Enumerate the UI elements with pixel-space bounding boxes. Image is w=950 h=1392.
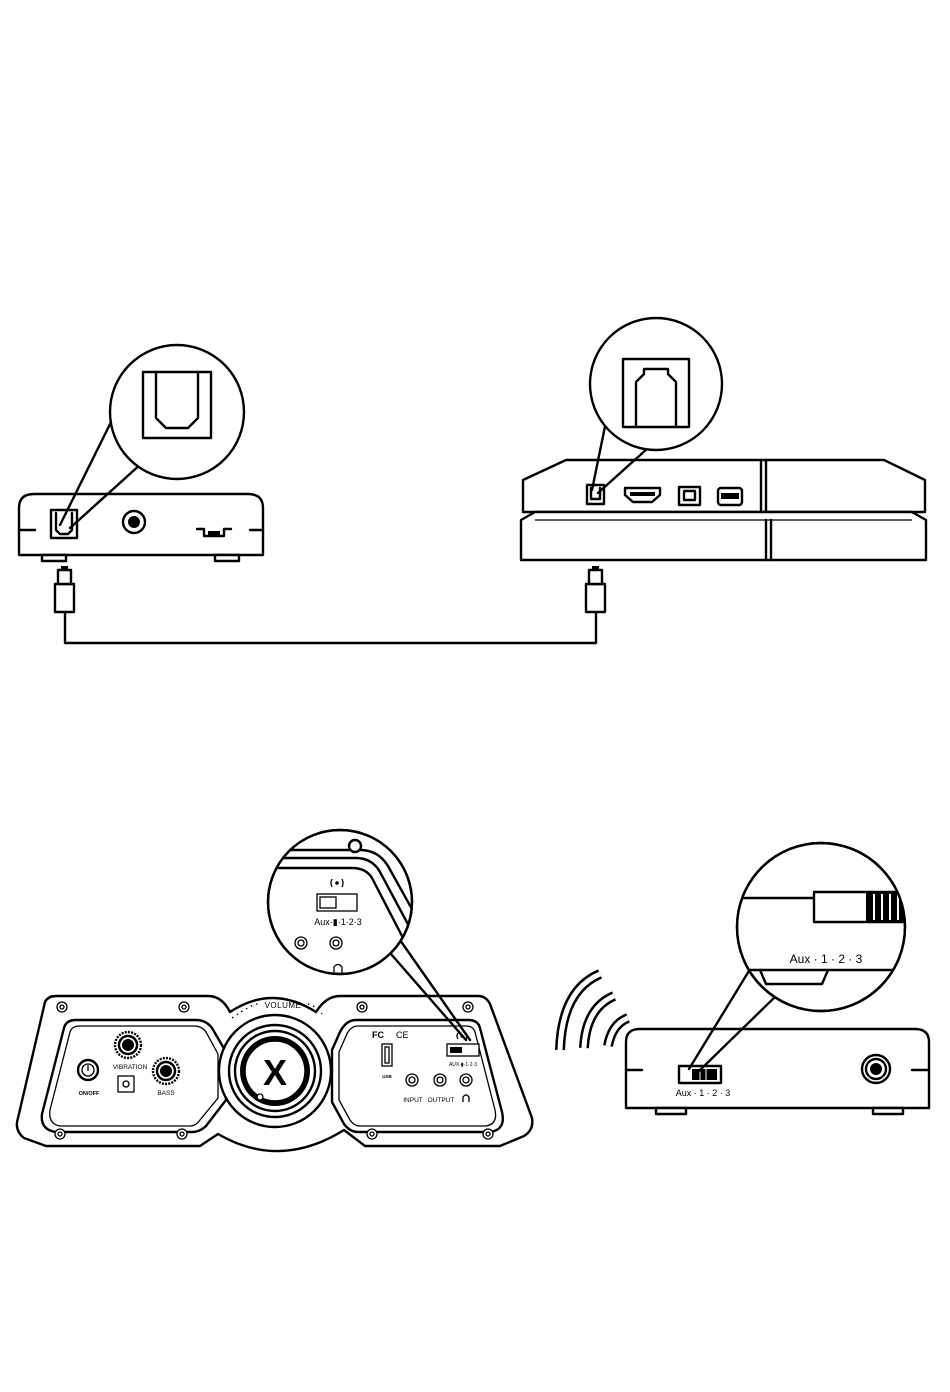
bass-knob (153, 1058, 179, 1084)
screw-icon (179, 1002, 189, 1012)
transmitter-box (19, 494, 263, 561)
optical-cable (55, 566, 605, 643)
screw-icon (357, 1002, 367, 1012)
fcc-mark-icon: FC (372, 1030, 384, 1040)
volume-label: VOLUME (265, 1001, 302, 1010)
ce-mark-icon: CE (396, 1030, 409, 1040)
screw-icon (483, 1129, 493, 1139)
usb-port-icon (718, 488, 742, 505)
switch-label: Aux · 1 · 2 · 3 (676, 1088, 731, 1098)
aux-switch-label: AUX·▮·1·2·3 (449, 1062, 477, 1068)
output-label: OUTPUT (428, 1097, 455, 1104)
dc-jack-icon (118, 1076, 134, 1092)
audio-jack-icon (123, 511, 145, 533)
brand-x-logo-icon: X (263, 1052, 287, 1093)
cable-plug-right (586, 566, 605, 612)
usb-label: USB (382, 1074, 392, 1079)
input-jack-icon (295, 937, 307, 949)
vibration-label: VIBRATION (113, 1064, 148, 1071)
vibration-knob (115, 1032, 141, 1058)
wireless-waves-icon (560, 974, 628, 1050)
screw-icon (57, 1002, 67, 1012)
aux-switch (814, 892, 910, 922)
input-jack-icon (406, 1074, 418, 1086)
onoff-label: ON/OFF (79, 1091, 100, 1097)
output-jack-icon (330, 937, 342, 949)
optical-port-icon (587, 485, 604, 504)
game-console (521, 460, 926, 560)
screw-icon (177, 1129, 187, 1139)
power-button (78, 1060, 98, 1080)
headphone-jack-icon (862, 1055, 890, 1083)
screw-icon (367, 1129, 377, 1139)
screw-icon (463, 1002, 473, 1012)
zoom-aux-label: Aux·▮·1·2·3 (314, 917, 361, 927)
aux-switch (447, 1044, 479, 1056)
cable-plug-left (55, 566, 74, 612)
bass-label: BASS (157, 1090, 175, 1097)
usb-port-icon (382, 1044, 392, 1066)
zoom-switch-label: Aux · 1 · 2 · 3 (790, 952, 863, 966)
screw-icon (55, 1129, 65, 1139)
usb-port-icon (679, 487, 700, 505)
headphone-jack-icon (460, 1074, 472, 1086)
output-jack-icon (434, 1074, 446, 1086)
aux-switch (317, 894, 357, 911)
volume-knob: X (219, 1015, 331, 1127)
input-label: INPUT (403, 1097, 423, 1104)
transmitter-box-side: Aux · 1 · 2 · 3 (626, 1029, 929, 1114)
hdmi-port-icon (625, 488, 660, 502)
